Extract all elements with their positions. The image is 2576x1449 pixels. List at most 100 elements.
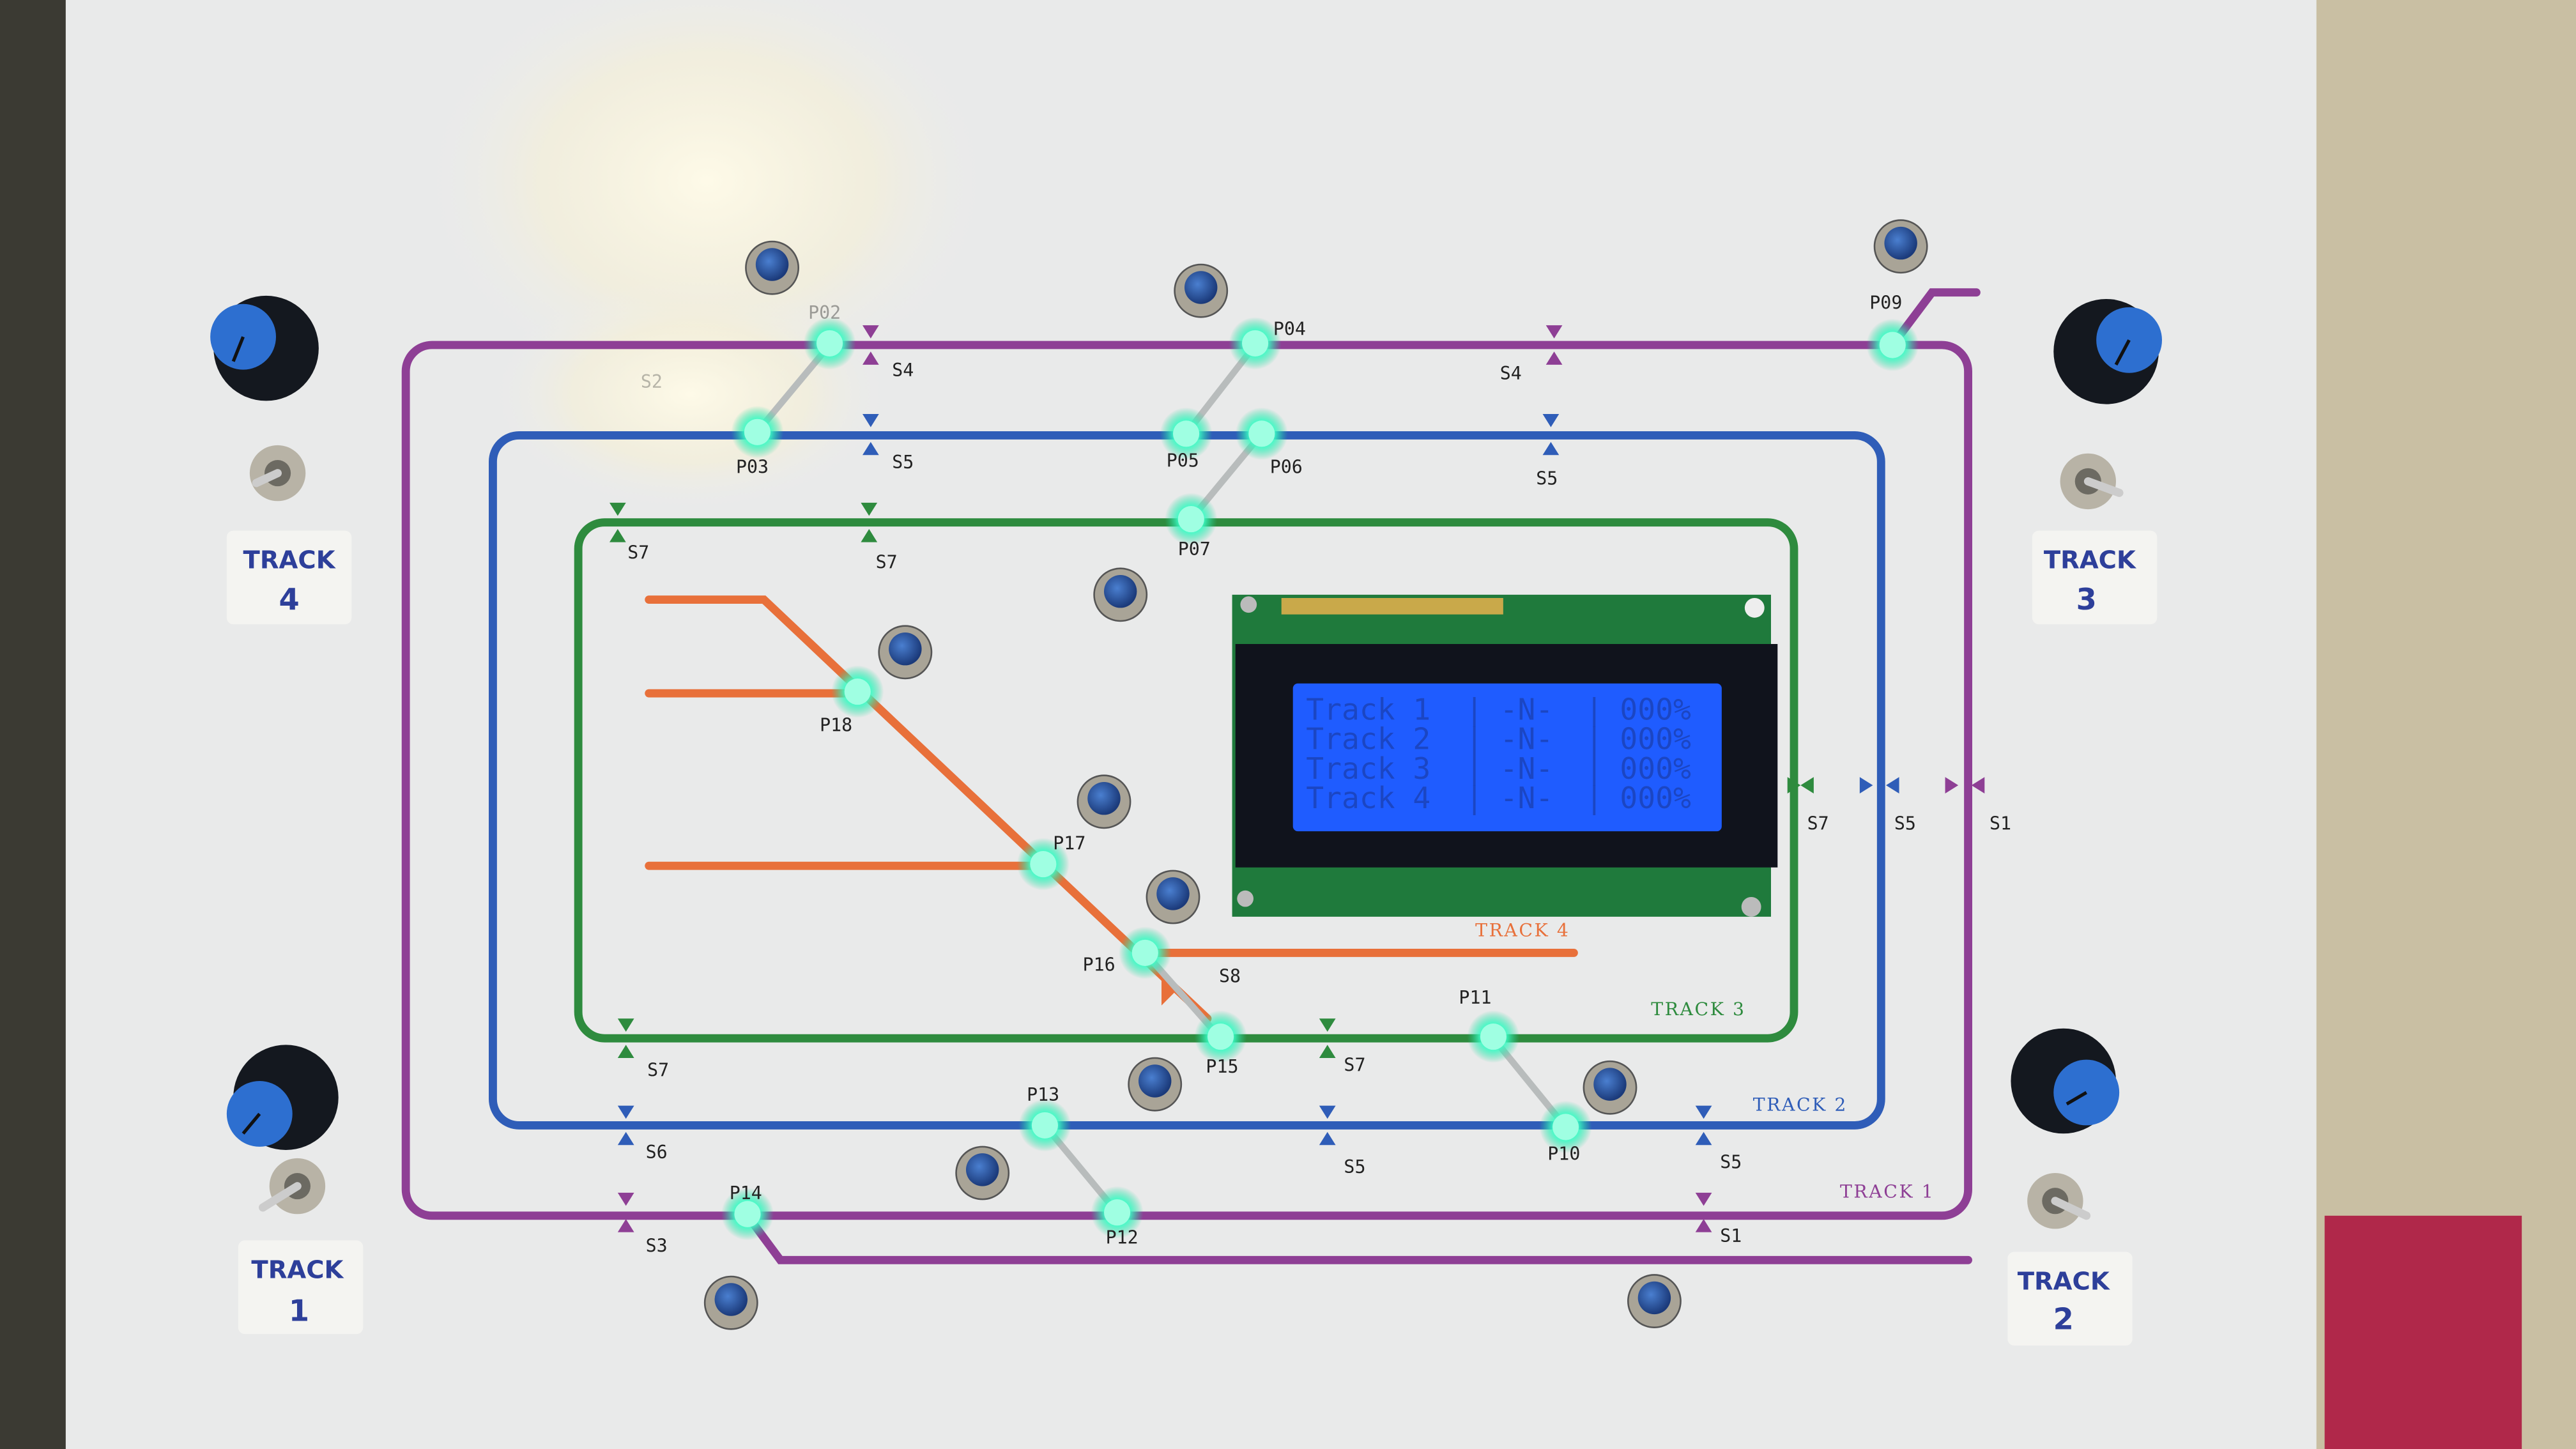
track-2-label: TRACK 2 bbox=[1753, 1094, 1848, 1115]
svg-text:|: | bbox=[1585, 692, 1603, 727]
point-label: P15 bbox=[1206, 1056, 1238, 1077]
lcd-row: Track 2 | -N- | 000% bbox=[1306, 722, 1691, 757]
track-2-direction-toggle[interactable] bbox=[2027, 1173, 2091, 1229]
point-label: P11 bbox=[1459, 987, 1491, 1008]
point-label: P05 bbox=[1167, 450, 1199, 471]
point-label: P10 bbox=[1547, 1143, 1580, 1164]
track-3-speed-knob[interactable] bbox=[2053, 299, 2162, 404]
background-wall-right bbox=[2308, 0, 2576, 1449]
lcd-direction: -N- bbox=[1500, 781, 1554, 815]
point-label: P14 bbox=[730, 1183, 762, 1204]
light-glare-lower bbox=[493, 279, 887, 510]
track-4-speed-knob[interactable] bbox=[210, 295, 319, 401]
section-label: S2 bbox=[641, 371, 663, 392]
point-push-button[interactable] bbox=[1627, 1274, 1682, 1328]
track-1-label: TRACK 1 bbox=[1840, 1181, 1935, 1202]
track-3-label: TRACK 3 bbox=[1651, 999, 1745, 1020]
lcd-direction: -N- bbox=[1500, 751, 1554, 786]
track-1-card: TRACK 1 bbox=[238, 1240, 364, 1334]
lcd-direction: -N- bbox=[1500, 692, 1554, 726]
track-3-card: TRACK 3 bbox=[2032, 530, 2158, 625]
track-1-speed-knob[interactable] bbox=[226, 1045, 339, 1150]
section-label: S1 bbox=[1720, 1225, 1742, 1246]
section-label: S7 bbox=[1807, 813, 1829, 834]
led-indicator bbox=[803, 317, 856, 370]
point-label: P17 bbox=[1053, 832, 1085, 854]
section-label: S4 bbox=[1500, 363, 1522, 384]
card-text: TRACK bbox=[2018, 1268, 2111, 1296]
point-push-button[interactable] bbox=[703, 1275, 758, 1330]
point-push-button[interactable] bbox=[1093, 567, 1148, 622]
point-label: P09 bbox=[1869, 292, 1902, 313]
lcd-track-name: Track 1 bbox=[1306, 692, 1430, 726]
lcd-direction: -N- bbox=[1500, 722, 1554, 756]
led-indicator bbox=[1194, 1010, 1247, 1063]
section-label: S5 bbox=[1344, 1156, 1365, 1177]
led-indicator bbox=[1016, 838, 1070, 891]
section-label: S3 bbox=[646, 1235, 668, 1256]
point-label: P12 bbox=[1106, 1227, 1138, 1248]
point-push-button[interactable] bbox=[1128, 1057, 1183, 1112]
direction-toggles bbox=[249, 445, 2124, 1229]
point-push-button[interactable] bbox=[1146, 870, 1200, 924]
led-indicator bbox=[1091, 1186, 1144, 1239]
card-text: TRACK bbox=[251, 1256, 344, 1285]
svg-text:|: | bbox=[1585, 781, 1603, 816]
track-4-label: TRACK 4 bbox=[1475, 920, 1570, 941]
led-indicator bbox=[1165, 493, 1218, 546]
led-indicator bbox=[731, 406, 784, 459]
lcd-module: Track 1 | -N- | 000% Track 2 | -N- | 000… bbox=[1232, 594, 1778, 917]
led-indicator bbox=[1235, 407, 1288, 460]
hand-labels: TRACK 4 TRACK 3 TRACK 1 TRACK 2 bbox=[226, 530, 2158, 1346]
point-push-button[interactable] bbox=[1873, 219, 1928, 274]
point-label: P16 bbox=[1083, 954, 1116, 976]
led-indicator bbox=[1539, 1100, 1592, 1154]
section-markers bbox=[610, 325, 1985, 1232]
lcd-track-name: Track 3 bbox=[1306, 751, 1430, 786]
section-label: S7 bbox=[627, 542, 649, 563]
track-1-loop bbox=[401, 341, 1972, 1220]
section-label: S4 bbox=[892, 360, 914, 381]
section-label: S5 bbox=[892, 452, 914, 473]
point-label: P04 bbox=[1273, 319, 1306, 340]
section-label: S6 bbox=[646, 1142, 668, 1163]
point-push-button[interactable] bbox=[1583, 1060, 1637, 1115]
card-text: TRACK bbox=[2044, 546, 2137, 575]
track-4-card: TRACK 4 bbox=[226, 530, 352, 625]
lcd-row: Track 1 | -N- | 000% bbox=[1306, 692, 1691, 727]
card-number: 4 bbox=[279, 582, 299, 617]
track-3-direction-toggle[interactable] bbox=[2060, 453, 2124, 510]
led-indicator bbox=[1229, 317, 1282, 370]
point-push-button[interactable] bbox=[878, 625, 933, 680]
point-push-button[interactable] bbox=[745, 240, 799, 295]
led-indicator bbox=[1467, 1010, 1520, 1063]
point-push-button[interactable] bbox=[1077, 774, 1131, 829]
lcd-speed: 000% bbox=[1620, 692, 1691, 726]
svg-text:|: | bbox=[1585, 722, 1603, 757]
card-number: 1 bbox=[289, 1293, 309, 1328]
point-labels: P02 P03 P04 P05 P06 P07 P09 P18 P17 P16 … bbox=[730, 292, 1903, 1248]
track-1-direction-toggle[interactable] bbox=[259, 1158, 326, 1215]
section-label: S7 bbox=[647, 1059, 669, 1080]
section-label: S5 bbox=[1894, 813, 1916, 834]
point-leds bbox=[721, 317, 1919, 1241]
section-labels: S2 S4 S5 S4 S5 S7 S7 S7 S5 S1 S8 S7 S7 S… bbox=[627, 360, 2011, 1257]
section-label: S7 bbox=[876, 552, 898, 573]
lcd-row: Track 3 | -N- | 000% bbox=[1306, 751, 1691, 786]
section-label: S1 bbox=[1989, 813, 2011, 834]
section-label: S7 bbox=[1344, 1055, 1365, 1076]
lcd-row: Track 4 | -N- | 000% bbox=[1306, 781, 1691, 816]
led-indicator bbox=[831, 665, 884, 718]
track-4-direction-toggle[interactable] bbox=[249, 445, 306, 502]
svg-text:|: | bbox=[1466, 722, 1483, 757]
point-label: P02 bbox=[808, 302, 841, 323]
point-push-button[interactable] bbox=[1174, 263, 1229, 318]
track-2-speed-knob[interactable] bbox=[2011, 1028, 2120, 1134]
svg-text:|: | bbox=[1466, 781, 1483, 816]
point-label: P13 bbox=[1027, 1084, 1059, 1105]
card-text: TRACK bbox=[243, 546, 337, 575]
point-push-button[interactable] bbox=[955, 1146, 1010, 1200]
led-indicator bbox=[1160, 407, 1213, 460]
lcd-track-name: Track 4 bbox=[1306, 781, 1430, 815]
red-object bbox=[2324, 1215, 2522, 1449]
